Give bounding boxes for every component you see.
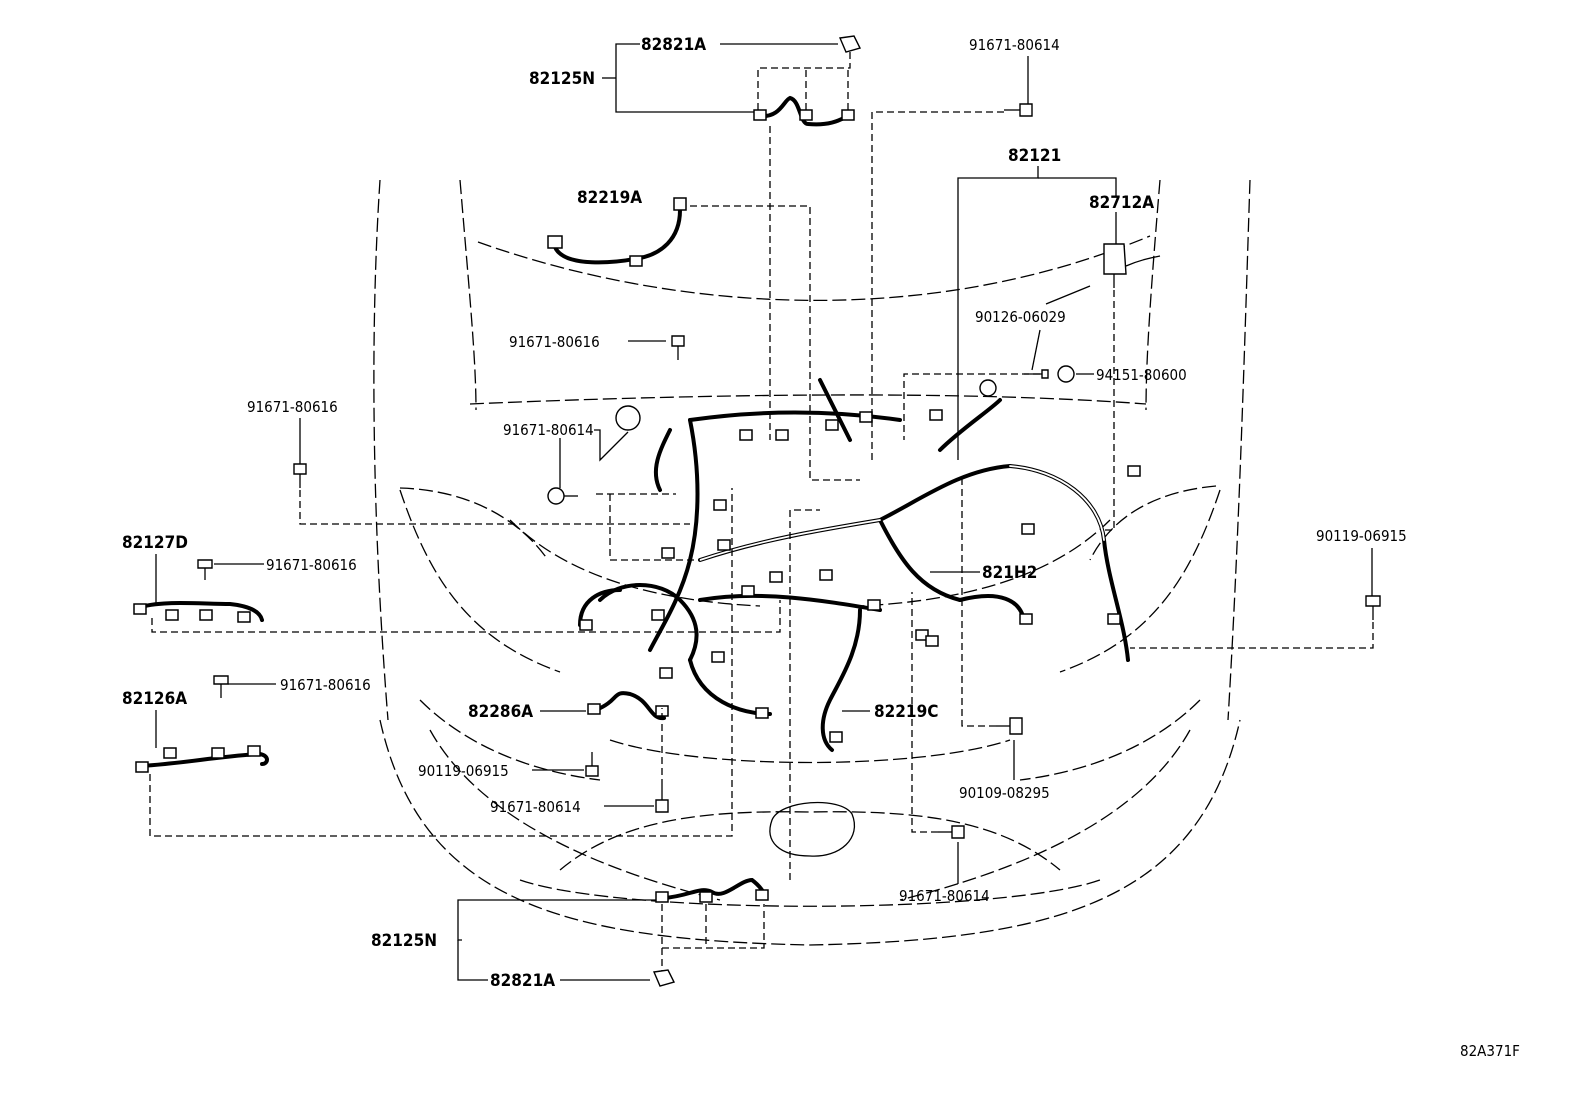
part-labels: 82821A 82125N 91671-80614 82219A 82121 8… <box>122 35 1520 1060</box>
figure-code: 82A371F <box>1460 1042 1520 1060</box>
label-821h2: 821H2 <box>982 563 1037 583</box>
label-90126-06029: 90126-06029 <box>975 308 1066 326</box>
label-82219c: 82219C <box>874 702 938 722</box>
harness-82125n-top <box>753 35 862 440</box>
harness-82127d <box>133 559 781 633</box>
label-90109-08295: 90109-08295 <box>959 784 1050 802</box>
label-90119-06915-low: 90119-06915 <box>418 762 509 780</box>
harness-82126a <box>135 488 733 837</box>
label-91671-80616-left: 91671-80616 <box>247 398 338 416</box>
harness-82125n-bottom <box>652 509 820 987</box>
label-91671-80616-82126a: 91671-80616 <box>280 676 371 694</box>
label-90119-06915-right: 90119-06915 <box>1316 527 1407 545</box>
label-82127d: 82127D <box>122 533 188 553</box>
label-82821a-bottom: 82821A <box>490 971 555 991</box>
label-91671-80614-top: 91671-80614 <box>969 36 1060 54</box>
label-91671-80614-low: 91671-80614 <box>490 798 581 816</box>
vehicle-body-outline <box>373 179 1251 946</box>
harness-82219a <box>547 197 860 481</box>
harness-82712a <box>1103 243 1161 531</box>
label-82121: 82121 <box>1008 146 1061 166</box>
label-91671-80614-bottom: 91671-80614 <box>899 887 990 905</box>
label-82821a-top: 82821A <box>641 35 706 55</box>
label-82712a: 82712A <box>1089 193 1154 213</box>
label-82286a: 82286A <box>468 702 533 722</box>
label-94151-80600: 94151-80600 <box>1096 366 1187 384</box>
engine-wire-harness <box>578 378 1141 752</box>
label-91671-80616-mid: 91671-80616 <box>509 333 600 351</box>
label-82219a: 82219A <box>577 188 642 208</box>
label-82126a: 82126A <box>122 689 187 709</box>
fasteners <box>293 103 1381 839</box>
leader-lines <box>155 43 1373 981</box>
harness-82286a <box>587 691 669 721</box>
label-82125n-bottom: 82125N <box>371 931 437 951</box>
label-91671-80614-mid: 91671-80614 <box>503 421 594 439</box>
label-91671-80616-82127d: 91671-80616 <box>266 556 357 574</box>
label-82125n-top: 82125N <box>529 69 595 89</box>
